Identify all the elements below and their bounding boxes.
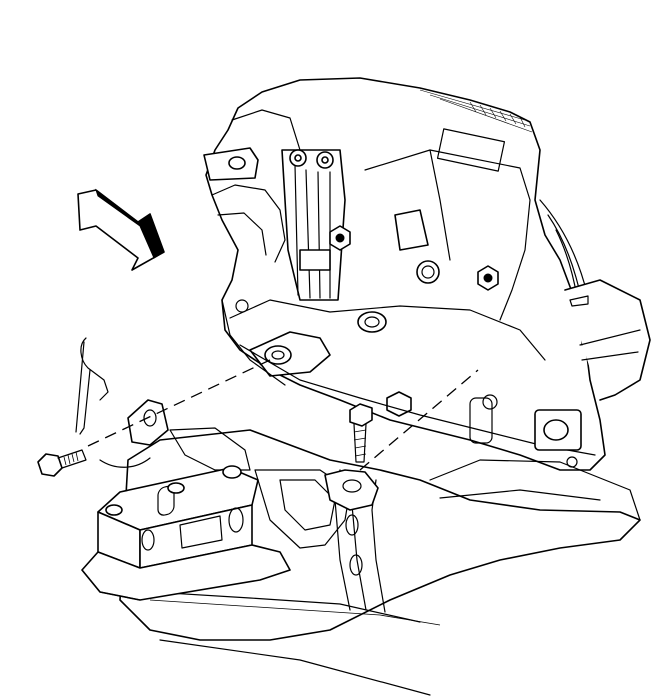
retaining-clip: [75, 337, 109, 435]
housing-bolt: [477, 265, 499, 291]
alignment-line-stud: [359, 369, 479, 471]
housing-bolt: [329, 225, 351, 251]
transmission-housing: [203, 77, 651, 471]
mount-stud-bolt: [349, 403, 373, 463]
housing-bolt: [386, 391, 412, 417]
alignment-line-bolt: [87, 359, 271, 447]
direction-arrow: [77, 188, 165, 271]
transmission-mount-bracket: [81, 465, 291, 601]
through-bolt: [37, 449, 87, 477]
